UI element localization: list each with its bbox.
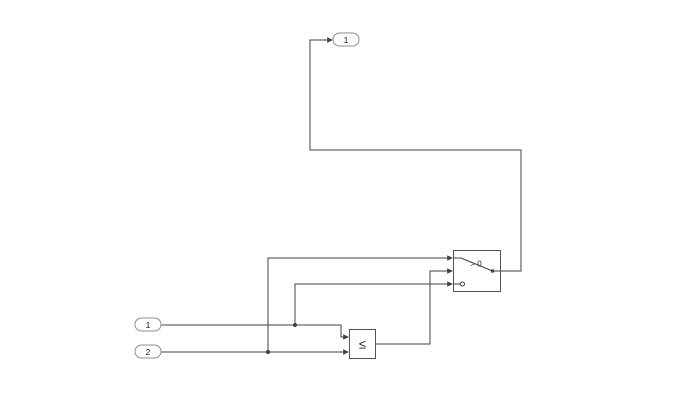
wire-relational-operator-to-switch-control[interactable] bbox=[375, 268, 454, 345]
block-switch[interactable]: > 0 bbox=[453, 250, 501, 292]
arrowhead bbox=[343, 349, 349, 355]
relational-operator-shape bbox=[349, 329, 376, 359]
junction-dot bbox=[265, 349, 271, 355]
block-outport1[interactable]: 1 bbox=[332, 32, 360, 47]
outport1-label: 1 bbox=[344, 35, 349, 45]
wire-inport1-branch-to-switch-input3[interactable] bbox=[292, 281, 453, 328]
junction-dot bbox=[292, 322, 298, 328]
wire-segment bbox=[161, 324, 344, 338]
wire-segment bbox=[267, 257, 448, 352]
wire-inport2-branch-to-switch-input1[interactable] bbox=[265, 255, 453, 355]
arrowhead bbox=[343, 334, 349, 340]
inport2-label: 2 bbox=[146, 347, 151, 357]
arrowhead bbox=[447, 281, 453, 287]
wire-inport2-to-relational-operator[interactable] bbox=[161, 349, 349, 355]
inport2-shape bbox=[134, 344, 162, 359]
relational-operator-symbol: ≤ bbox=[359, 337, 366, 352]
outport1-shape bbox=[332, 32, 360, 47]
wire-switch-to-outport1[interactable] bbox=[309, 37, 522, 272]
wire-inport1-to-relational-operator[interactable] bbox=[161, 324, 349, 340]
arrowhead bbox=[327, 37, 333, 43]
switch-input3-open-circle bbox=[460, 281, 465, 287]
wire-segment bbox=[309, 39, 522, 272]
arrowhead bbox=[447, 255, 453, 261]
wire-segment bbox=[294, 283, 448, 325]
switch-arm bbox=[460, 257, 493, 272]
block-inport2[interactable]: 2 bbox=[134, 344, 162, 359]
inport1-shape bbox=[134, 317, 162, 332]
block-relational-operator[interactable]: ≤ bbox=[349, 329, 376, 359]
switch-pivot-dot bbox=[490, 269, 495, 273]
inport1-label: 1 bbox=[146, 320, 151, 330]
block-inport1[interactable]: 1 bbox=[134, 317, 162, 332]
wire-segment bbox=[375, 270, 448, 345]
arrowhead bbox=[447, 268, 453, 274]
